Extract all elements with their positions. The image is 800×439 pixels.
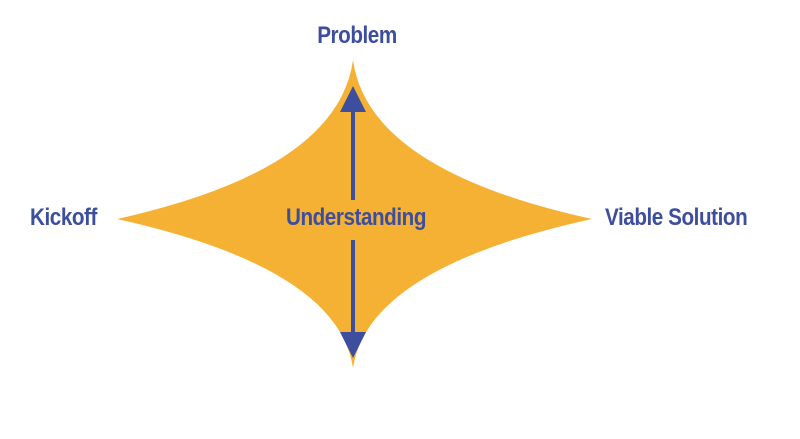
arrow-up-icon	[340, 86, 366, 112]
concave-diamond-shape	[117, 60, 592, 368]
label-problem: Problem	[317, 22, 397, 49]
label-viable-solution: Viable Solution	[605, 204, 748, 231]
label-understanding: Understanding	[285, 204, 427, 231]
label-kickoff: Kickoff	[30, 204, 97, 231]
arrow-down-icon	[340, 332, 366, 358]
